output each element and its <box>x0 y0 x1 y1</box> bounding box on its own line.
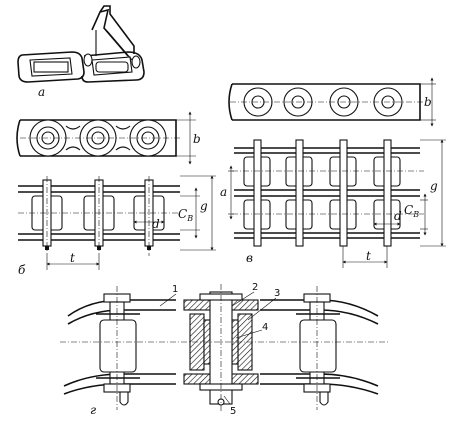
pins-v <box>253 139 392 247</box>
view-v-top-view: a d CB g t в <box>220 139 446 268</box>
dim-g-left: g <box>200 199 208 213</box>
view-b-top-view: d CB g t б <box>18 175 216 277</box>
label-view-a: а <box>38 85 45 99</box>
dim-cb-left: CB <box>178 207 193 223</box>
dim-d-right: d <box>394 209 402 223</box>
dim-cb-right: CB <box>404 203 419 219</box>
label-view-g: г <box>90 403 96 417</box>
dim-t-left: t <box>70 251 75 265</box>
dim-b-left: b <box>193 132 201 146</box>
label-view-b: б <box>18 263 26 277</box>
part-2: 2 <box>252 282 258 293</box>
part-5: 5 <box>230 406 236 417</box>
view-g-section: 1 2 3 4 5 г <box>60 282 390 417</box>
view-a-link-plate: а <box>17 5 145 99</box>
dim-d-left: d <box>152 217 160 231</box>
part-3: 3 <box>274 288 280 299</box>
part-4: 4 <box>262 322 268 333</box>
view-b-side-plate: b <box>16 111 201 165</box>
dim-a: a <box>220 185 227 199</box>
rollers-v <box>243 156 401 230</box>
part-1: 1 <box>172 284 178 295</box>
dim-t-right: t <box>366 249 371 263</box>
view-v-side-plate: b <box>228 77 436 127</box>
label-view-v: в <box>246 251 253 265</box>
dim-b-right: b <box>424 95 432 109</box>
dim-g-right: g <box>430 179 438 193</box>
